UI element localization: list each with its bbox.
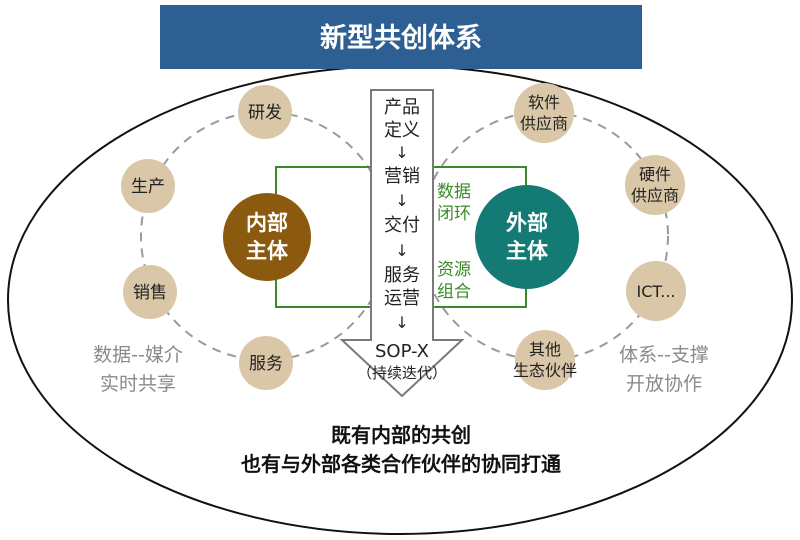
internal-entity-line1: 内部 [246,211,288,235]
flow-step-1-line2: 定义 [384,120,420,141]
link-bottom-line2: 组合 [437,282,471,302]
right-caption-line1: 体系--支撑 [619,344,709,366]
node-rd: 研发 [238,85,292,139]
external-entity: 外部 主体 [475,185,579,289]
node-service: 服务 [239,336,293,390]
flow-step-1-line1: 产品 [384,97,420,118]
flow-end-label: SOP-X [375,341,429,362]
flow-step-2: 营销 [384,166,420,187]
node-software-supplier: 软件 供应商 [514,83,574,143]
node-hardware-line1: 硬件 [639,165,671,184]
node-software-line2: 供应商 [520,114,568,133]
right-caption-line2: 开放协作 [626,373,702,395]
node-rd-label: 研发 [248,103,282,123]
flow-arrow-2: ↓ [395,191,408,210]
external-entity-line2: 主体 [506,239,549,263]
internal-entity-line2: 主体 [246,239,289,263]
flow-arrow-1: ↓ [395,143,408,162]
flow-arrow-shape [339,89,465,398]
link-top-line1: 数据 [437,182,471,202]
node-production-label: 生产 [131,177,165,197]
title-bar [160,5,642,69]
bottom-text-line1: 既有内部的共创 [331,423,471,447]
flow-arrow-4: ↓ [395,313,408,332]
bottom-text-line2: 也有与外部各类合作伙伴的协同打通 [241,452,561,476]
node-eco-partner: 其他 生态伙伴 [513,330,577,390]
node-ict: ICT... [626,261,686,321]
flow-arrow-3: ↓ [395,241,408,260]
flow-steps: 产品 定义 ↓ 营销 ↓ 交付 ↓ 服务 运营 ↓ SOP-X （持续迭代） [357,97,447,382]
node-hardware-supplier: 硬件 供应商 [625,155,685,215]
node-sales-label: 销售 [133,283,167,303]
node-sales: 销售 [123,265,177,319]
node-eco-line2: 生态伙伴 [513,361,577,380]
node-production: 生产 [121,159,175,213]
external-entity-line1: 外部 [506,211,548,235]
node-ict-label: ICT... [636,282,675,301]
node-hardware-line2: 供应商 [631,186,679,205]
left-caption-line1: 数据--媒介 [93,344,183,366]
flow-end-sub: （持续迭代） [357,364,447,382]
diagram-title: 新型共创体系 [320,22,482,54]
internal-entity: 内部 主体 [223,193,311,281]
link-top-line2: 闭环 [437,204,471,224]
left-caption-line2: 实时共享 [100,373,176,395]
flow-step-3: 交付 [384,215,420,236]
flow-step-4-line2: 运营 [384,288,420,309]
node-service-label: 服务 [249,354,283,374]
node-software-line1: 软件 [528,93,560,112]
link-bottom-line1: 资源 [437,260,471,280]
node-eco-line1: 其他 [529,340,561,359]
flow-step-4-line1: 服务 [384,265,420,286]
